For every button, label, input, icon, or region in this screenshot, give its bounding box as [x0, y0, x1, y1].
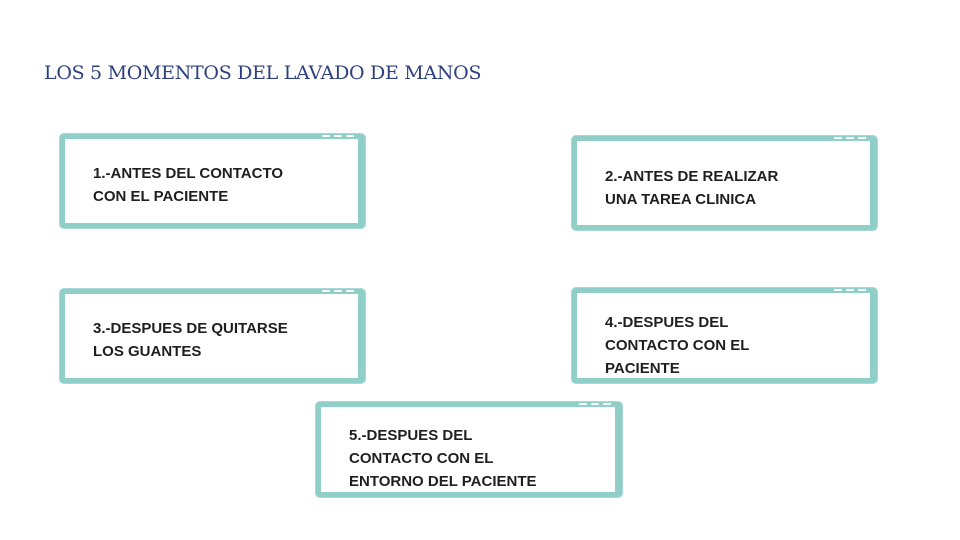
moment-text-5: 5.-DESPUES DEL CONTACTO CON EL ENTORNO D… — [349, 427, 537, 490]
moment-text-2: 2.-ANTES DE REALIZAR UNA TAREA CLINICA — [605, 168, 779, 208]
card-dots-decoration — [322, 134, 354, 137]
moment-card-2: 2.-ANTES DE REALIZAR UNA TAREA CLINICA — [572, 136, 877, 230]
card-dots-decoration — [579, 402, 611, 405]
moment-text-3: 3.-DESPUES DE QUITARSE LOS GUANTES — [93, 320, 288, 360]
moment-card-4: 4.-DESPUES DEL CONTACTO CON EL PACIENTE — [572, 288, 877, 383]
card-dots-decoration — [834, 288, 866, 291]
moment-text-4: 4.-DESPUES DEL CONTACTO CON EL PACIENTE — [605, 314, 750, 377]
moment-text-1: 1.-ANTES DEL CONTACTO CON EL PACIENTE — [93, 165, 284, 205]
card-dots-decoration — [322, 289, 354, 292]
page-title: LOS 5 MOMENTOS DEL LAVADO DE MANOS — [44, 62, 482, 84]
card-dots-decoration — [834, 136, 866, 139]
moment-card-1: 1.-ANTES DEL CONTACTO CON EL PACIENTE — [60, 134, 365, 228]
moment-card-3: 3.-DESPUES DE QUITARSE LOS GUANTES — [60, 289, 365, 383]
moment-card-5: 5.-DESPUES DEL CONTACTO CON EL ENTORNO D… — [316, 402, 622, 497]
